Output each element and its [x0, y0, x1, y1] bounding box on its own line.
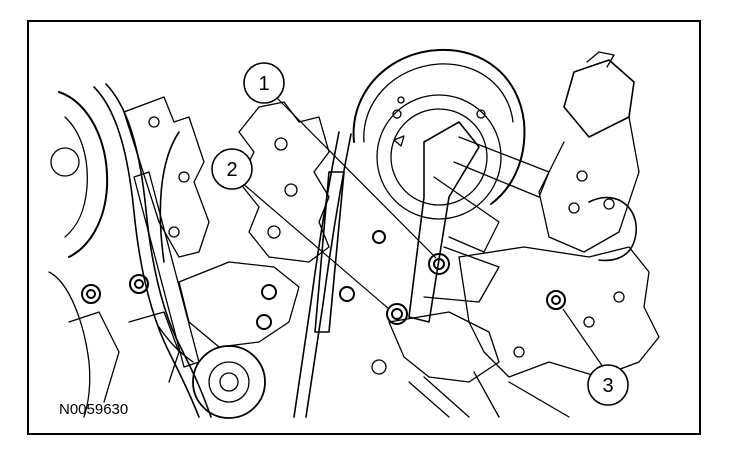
callout-3-label: 3	[602, 375, 613, 397]
figure-id: N0059630	[59, 401, 129, 418]
right-tensioner-arm	[408, 121, 550, 323]
bolts	[81, 230, 566, 330]
callout-leaders	[240, 97, 604, 368]
engine-timing-drawing: 1 2 3	[48, 48, 660, 419]
right-small-sprocket	[588, 196, 637, 262]
block-left	[178, 101, 330, 348]
actuator	[538, 51, 640, 253]
leader-1	[276, 97, 437, 259]
crank-sprocket	[158, 326, 266, 419]
callout-1-label: 1	[258, 73, 269, 95]
left-sprocket	[50, 91, 109, 258]
leader-2	[240, 181, 390, 310]
figure-frame: 1 2 3 N0059630	[27, 20, 701, 435]
left-timing-chain	[93, 83, 212, 418]
callout-2: 2	[211, 148, 253, 190]
block-right	[371, 246, 660, 418]
callout-1: 1	[243, 62, 285, 104]
right-cam-sprocket	[352, 48, 526, 220]
callout-3: 3	[587, 364, 629, 406]
callout-2-label: 2	[226, 159, 237, 181]
leader-3	[562, 308, 604, 368]
center-timing-chain	[293, 131, 352, 418]
left-lower-detail	[48, 271, 180, 418]
